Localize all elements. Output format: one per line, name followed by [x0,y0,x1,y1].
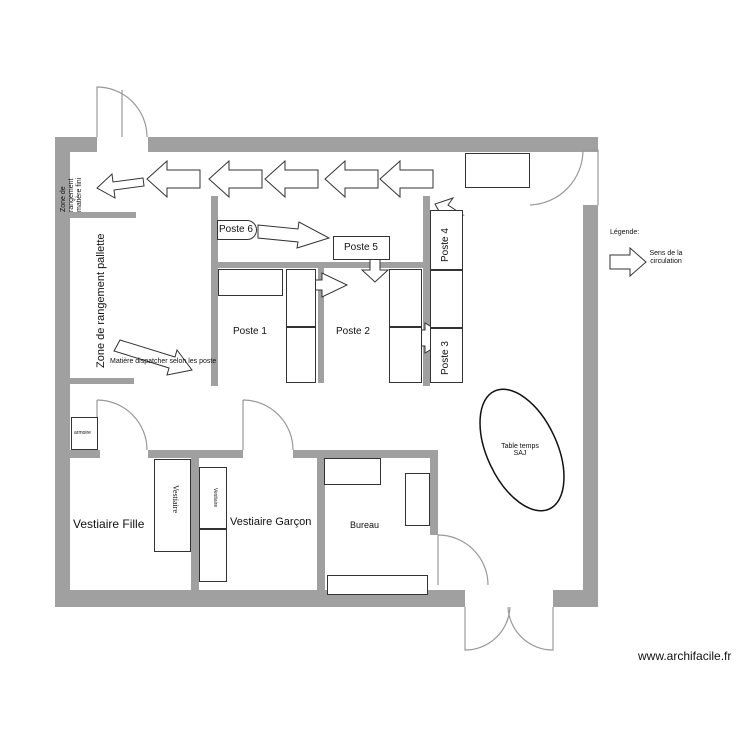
armoire-box [71,417,98,450]
wall [70,450,100,458]
workbench [430,270,463,328]
wall [211,196,218,386]
bureau-label: Bureau [350,520,380,530]
poste4-label: Poste 4 [440,228,451,262]
armoire-label: armoire [74,430,91,436]
vestiaire-garcon-label: Vestiaire Garçon [230,516,312,528]
vestiaire-garcon-locker [199,467,227,529]
wall [423,196,430,386]
workbench [286,269,316,327]
workbench [286,327,316,383]
legend-sens-label: Sens de la circulation [649,250,683,265]
poste3-label: Poste 3 [440,341,451,375]
poste6-label-box [217,220,257,240]
vestiaire-fille-locker [154,459,191,552]
wall-right [583,205,598,607]
legend-title: Légende: [610,229,640,236]
door-atelier [242,399,294,451]
door-top [96,86,148,138]
zone-matiere-fini-label: Zone de rangement matière fini [60,177,83,212]
wall-left [55,137,70,607]
door-right [529,149,599,206]
door-entrance [464,606,554,651]
wall [70,378,134,384]
watermark[interactable]: www.archifacile.fr [638,649,732,663]
workbench [218,269,283,296]
top-right-cabinet [465,153,530,188]
wall [318,268,324,383]
bureau-cabinet [324,458,381,485]
circulation-arrows [96,159,647,376]
poste1-label: Poste 1 [233,326,267,337]
poste5-box [333,236,390,260]
wall-top [148,137,598,152]
workbench [389,269,422,327]
wall [211,262,426,268]
vestiaire-locker-label: Vestiaire [171,485,180,513]
zone-palette-label: Zone de rangement pallette [95,233,107,368]
matiere-dispatcher-label: Matière dispatcher selon les poste [110,358,217,365]
vestiaire-fille-label: Vestiaire Fille [73,517,145,531]
poste5-label: Poste 5 [344,242,378,253]
bureau-shelf [405,473,430,526]
table-saj [479,388,565,512]
poste3-box [430,328,463,383]
table-label: Table temps SAJ [501,443,539,457]
bureau-desk [327,575,428,595]
door-armoire [96,399,148,451]
poste2-label: Poste 2 [336,326,370,337]
wall [148,450,243,458]
poste4-box [430,210,463,270]
workbench [389,327,422,383]
door-bureau [437,534,489,586]
wall [191,458,199,590]
wall [430,450,438,535]
wall [317,458,325,590]
wall [70,212,136,218]
legend-arrow [609,246,647,278]
vestiaire-garcon-locker [199,529,227,582]
wall [293,450,438,458]
poste6-label: Poste 6 [219,224,253,235]
vestiaire-small-label: Vestiaire [212,488,218,508]
